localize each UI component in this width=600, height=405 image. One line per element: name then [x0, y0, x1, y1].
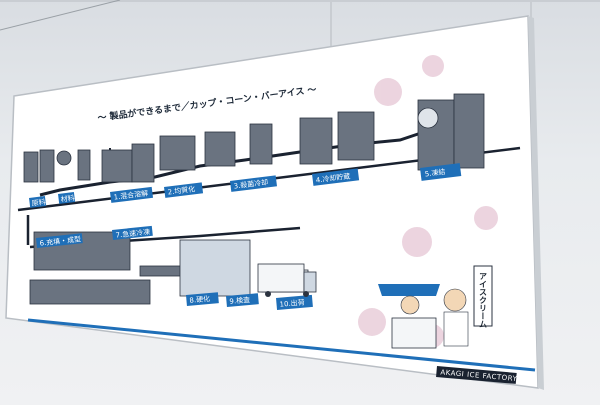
step-label: 7.急速冷凍 [112, 225, 153, 240]
svg-text:原料: 原料 [31, 197, 46, 208]
poster-edge [528, 16, 544, 390]
step-label: 2.均質化 [164, 182, 204, 198]
step-label: 6.充填・成型 [36, 233, 83, 248]
svg-text:8.硬化: 8.硬化 [189, 294, 210, 305]
step-label: 3.殺菌冷却 [230, 175, 277, 192]
svg-text:3.殺菌冷却: 3.殺菌冷却 [233, 177, 269, 190]
step-label: 原料 [28, 196, 47, 208]
svg-text:アイスクリーム: アイスクリーム [479, 272, 488, 328]
svg-text:6.充填・成型: 6.充填・成型 [39, 234, 81, 247]
svg-text:4.冷却貯蔵: 4.冷却貯蔵 [315, 171, 351, 184]
hanging-wire [0, 0, 121, 31]
svg-text:材料: 材料 [60, 193, 75, 204]
svg-text:10.出荷: 10.出荷 [279, 298, 305, 309]
svg-text:7.急速冷凍: 7.急速冷凍 [115, 227, 150, 240]
step-label: 8.硬化 [186, 292, 219, 306]
step-label: 1.混合溶解 [109, 186, 154, 203]
accent-bar [27, 318, 536, 372]
step-label: 9.検査 [226, 293, 259, 307]
top-step-labels: 原料 材料 1.混合溶解 2.均質化 3.殺菌冷却 4.冷却貯蔵 5.凍結 [28, 163, 462, 208]
svg-text:2.均質化: 2.均質化 [167, 184, 196, 196]
customer-child [443, 288, 467, 312]
step-label: 10.出荷 [276, 294, 313, 310]
svg-text:5.凍結: 5.凍結 [424, 167, 446, 178]
step-label: 4.冷却貯蔵 [312, 168, 360, 186]
bottom-step-labels: 6.充填・成型 7.急速冷凍 8.硬化 9.検査 10.出荷 [36, 225, 313, 310]
svg-text:1.混合溶解: 1.混合溶解 [113, 188, 149, 201]
step-label: 5.凍結 [420, 163, 462, 181]
delivery-truck [257, 263, 317, 297]
top-machines [23, 93, 485, 183]
step-label: 材料 [58, 192, 75, 204]
svg-text:9.検査: 9.検査 [229, 295, 250, 306]
ice-cream-sign: アイスクリーム [473, 265, 493, 328]
ice-cream-shop [378, 284, 469, 349]
shop-worker [400, 295, 420, 315]
